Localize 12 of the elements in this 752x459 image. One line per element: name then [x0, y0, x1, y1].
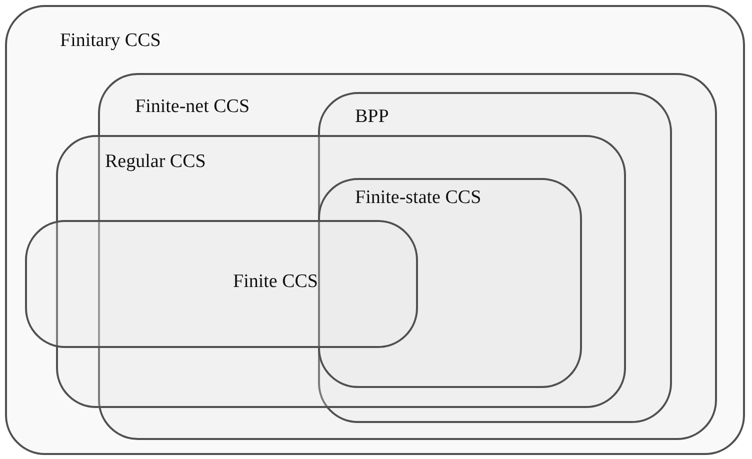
- set-label: Finite-state CCS: [355, 187, 482, 209]
- set-region: [318, 92, 672, 423]
- set-label: Finitary CCS: [60, 30, 161, 52]
- set-label: BPP: [355, 106, 389, 128]
- set-label: Finite CCS: [233, 271, 318, 293]
- set-label: Finite-net CCS: [135, 96, 250, 118]
- set-label: Regular CCS: [105, 151, 206, 173]
- set-region: [318, 178, 582, 388]
- set-region: [5, 5, 745, 455]
- set-region: [98, 73, 717, 440]
- set-region: [56, 135, 626, 408]
- set-region: [25, 220, 418, 348]
